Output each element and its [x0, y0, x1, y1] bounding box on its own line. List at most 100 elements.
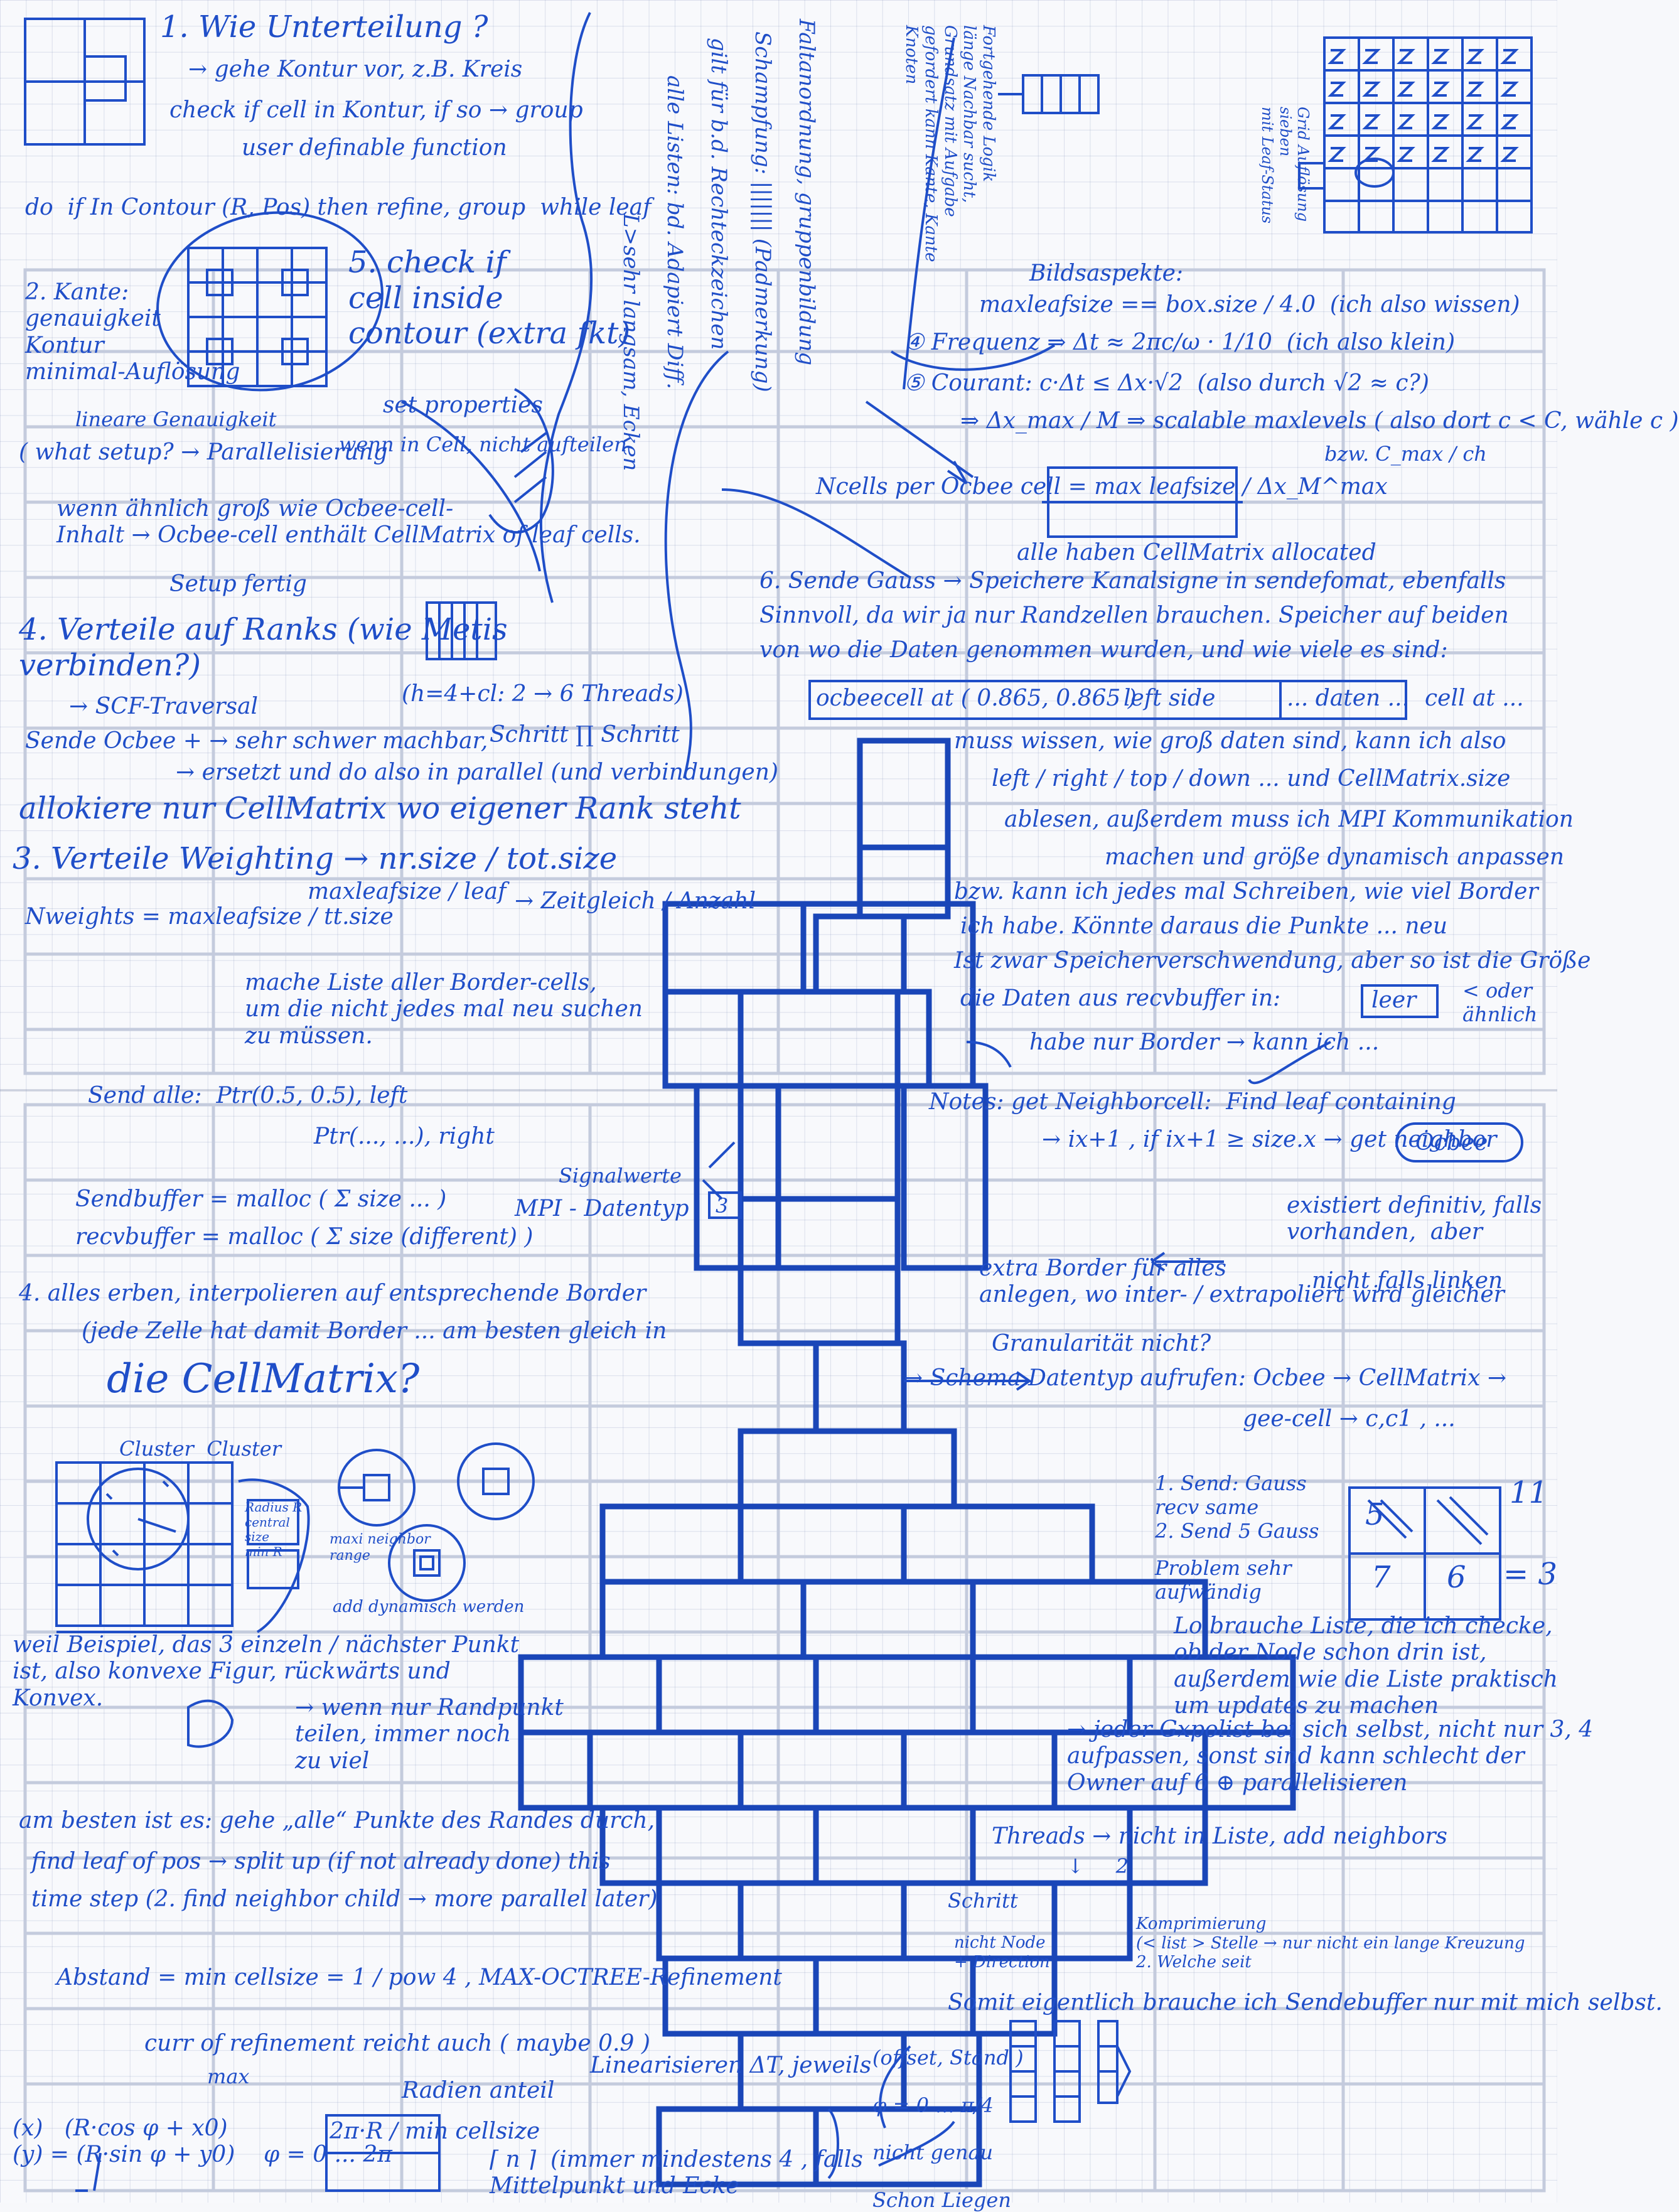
threads-a: Threads → nicht in Liste, add neighbors	[992, 1823, 1448, 1849]
bild-c: ⑤ Courant: c·Δt ≤ Δx·√2 (also durch √2 ≈…	[904, 370, 1429, 396]
note-4-title: 4. Verteile auf Ranks (wie Metis verbind…	[19, 612, 508, 683]
vertical-note-d: alle Listen: bd. Adapiert Diff.	[662, 75, 687, 390]
note-4-b: (h=4+cl: 2 → 6 Threads)	[402, 681, 684, 707]
note-4b-title: 4. alles erben, interpolieren auf entspr…	[19, 1280, 646, 1306]
refine-max: max	[207, 2064, 250, 2088]
send6-l: < oder ähnlich	[1462, 979, 1538, 1026]
bild-e: bzw. C_max / ch	[1324, 442, 1487, 466]
eleven-label: 11	[1510, 1475, 1548, 1510]
send-all-title: Send alle: Ptr(0.5, 0.5), left	[88, 1083, 408, 1109]
note-1-c: user definable function	[242, 135, 507, 161]
last-block: (offset, Stand ) φ = 0 ... π/4 nicht gen…	[872, 2046, 1024, 2212]
mpi-three: 3	[716, 1194, 729, 1218]
send-all-a: Ptr(..., ...), right	[314, 1124, 495, 1149]
note-5-title: 5. check if cell inside contour (extra f…	[348, 245, 631, 352]
vertical-note-a: Faltanordnung, gruppenbildung	[794, 19, 819, 366]
note-2-head: 2. Kante: genauigkeit Kontur minimal-Auf…	[25, 279, 240, 385]
send6-b: von wo die Daten genommen wurden, und wi…	[759, 637, 1448, 663]
schema-b: gee-cell → c,c1 , ...	[1243, 1406, 1456, 1432]
quadrant-7: 7	[1371, 1560, 1391, 1595]
leer-box	[1361, 984, 1439, 1018]
notes-a: Notes: get Neighborcell: Find leaf conta…	[929, 1089, 1456, 1115]
threads-d: nicht Node + Direction	[954, 1933, 1050, 1972]
send6-g: bzw. kann ich jedes mal Schreiben, wie v…	[954, 879, 1538, 905]
exists-d: Granularität nicht?	[992, 1331, 1211, 1356]
send6-j: die Daten aus recvbuffer in:	[960, 985, 1281, 1011]
linearize-line: Linearisieren ΔT, jeweils	[590, 2053, 872, 2078]
note-2-d: Setup fertig	[169, 571, 307, 597]
grid-top-label: Cluster Cluster	[119, 1437, 282, 1461]
note-3-c: → Zeitgleich / Anzahl	[515, 888, 756, 914]
vertical-note-e: L>sehr langsam, Ecken	[618, 213, 643, 471]
send6-f: machen und größe dynamisch anpassen	[1105, 844, 1565, 870]
grid-b: maxi neighbor range	[330, 1532, 431, 1564]
bild-d: ⇒ Δx_max / M ⇒ scalable maxlevels ( also…	[960, 408, 1679, 434]
bild-a: maxleafsize == box.size / 4.0 (ich also …	[979, 292, 1520, 318]
frac-b: ⌈ n ⌉ (immer mindestens 4 , falls Mittel…	[490, 2147, 863, 2199]
xy-equation: (x) (R·cos φ + x0) (y) = (R·sin φ + y0) …	[13, 2115, 392, 2168]
send6-title: 6. Sende Gauss → Speichere Kanalsigne in…	[759, 568, 1506, 594]
frac-line: 2π·R / min cellsize	[330, 2118, 540, 2144]
note-4-f: allokiere nur CellMatrix wo eigener Rank…	[19, 791, 741, 826]
threads-f: Somit eigentlich brauche ich Sendebuffer…	[948, 1990, 1663, 2016]
note-1-d: do if In Contour (R, Pos) then refine, g…	[25, 195, 652, 220]
right-vertical-note: Grid Auflösung sieben mit Leaf-Status	[1258, 107, 1312, 224]
bottom-right-b: Problem sehr aufwändig	[1155, 1556, 1292, 1604]
abstand-line: Abstand = min cellsize = 1 / pow 4 , MAX…	[56, 1965, 782, 1990]
faint-brick-diagram	[23, 268, 1546, 2193]
bottom-right-a: 1. Send: Gauss recv same 2. Send 5 Gauss	[1155, 1471, 1319, 1543]
send6-box-d: cell at ...	[1425, 685, 1524, 711]
quadrant-5: 5	[1365, 1497, 1385, 1532]
refine-line: curr of refinement reicht auch ( maybe 0…	[144, 2031, 650, 2056]
mpi-datatype: MPI - Datentyp	[515, 1196, 689, 1221]
note-2-a: lineare Genauigkeit	[75, 407, 277, 431]
grid-e: → wenn nur Randpunkt teilen, immer noch …	[295, 1695, 564, 1774]
grid-c: add dynamisch werden	[333, 1597, 525, 1616]
note-4b-big: die CellMatrix?	[107, 1356, 420, 1402]
bild-f: Ncells per Ocbee cell = max leafsize / Δ…	[816, 474, 1388, 500]
note-3-b: maxleafsize / leaf	[308, 879, 507, 905]
send6-box-a: ocbeecell at ( 0.865, 0.865 )	[816, 685, 1137, 711]
note-3-d: mache Liste aller Border-cells, um die n…	[245, 970, 643, 1049]
bottom-right-c: Lo brauche Liste, die ich checke, ob der…	[1174, 1613, 1558, 1719]
vertical-note-c: gilt für b.d. Rechteckzeichen	[706, 38, 731, 350]
note-3-a: Nweights = maxleafsize / tt.size	[25, 904, 394, 930]
send-all-b: Sendbuffer = malloc ( Σ size ... )	[75, 1186, 447, 1212]
equals-three: = 3	[1503, 1557, 1558, 1592]
send6-e: ablesen, außerdem muss ich MPI Kommunika…	[1004, 807, 1574, 832]
grid-a: Radius R central size min R	[245, 1500, 303, 1559]
hatched-region	[488, 388, 554, 534]
ink-drawings	[24, 12, 1533, 2192]
send6-a: Sinnvoll, da wir ja nur Randzellen brauc…	[759, 603, 1509, 628]
schema-line: → Schema Datentyp aufrufen: Ocbee → Cell…	[904, 1365, 1506, 1391]
exists-c: extra Border für alles anlegen, wo inter…	[979, 1255, 1505, 1308]
bottom-right-d: → jeder Gxpolist bei sich selbst, nicht …	[1067, 1717, 1594, 1796]
note-5-b: wenn in Cell, nicht aufteilen	[339, 432, 627, 456]
send6-k: habe nur Border → kann ich ...	[1029, 1029, 1380, 1055]
note-5-a: set properties	[383, 392, 543, 418]
note-2-c: wenn ähnlich groß wie Ocbee-cell- Inhalt…	[56, 496, 641, 549]
note-3-title: 3. Verteile Weighting → nr.size / tot.si…	[13, 841, 618, 876]
bild-heading: Bildsaspekte:	[1029, 260, 1184, 286]
note-1-a: → gehe Kontur vor, z.B. Kreis	[188, 56, 523, 82]
best-b: find leaf of pos → split up (if not alre…	[31, 1849, 611, 1874]
exists-a: existiert definitiv, falls vorhanden, ab…	[1287, 1193, 1542, 1245]
send6-i: Ist zwar Speicherverschwendung, aber so …	[954, 948, 1591, 974]
threads-c: Schritt	[948, 1889, 1018, 1913]
radien-line: Radien anteil	[402, 2078, 555, 2103]
grid-d: weil Beispiel, das 3 einzeln / nächster …	[13, 1632, 520, 1711]
mpi-signal: Signalwerte	[559, 1164, 682, 1188]
best-c: time step (2. find neighbor child → more…	[31, 1886, 658, 1912]
send-all-c: recvbuffer = malloc ( Σ size (different)…	[75, 1224, 534, 1250]
send6-leer: leer	[1371, 987, 1417, 1013]
note-4-e: → ersetzt und do also in parallel (und v…	[176, 760, 778, 785]
send6-box-b: left side	[1124, 685, 1216, 711]
quadrant-6: 6	[1447, 1560, 1466, 1595]
note-2-b: ( what setup? → Parallelisierung	[19, 439, 388, 465]
note-4b-a: (jede Zelle hat damit Border ... am best…	[82, 1318, 667, 1344]
notes-c: Ocbee	[1415, 1130, 1488, 1156]
notes-b: → ix+1 , if ix+1 ≥ size.x → get neighbor	[1042, 1127, 1497, 1152]
threads-b: ↓ 2	[1067, 1854, 1129, 1878]
send6-h: ich habe. Könnte daraus die Punkte ... n…	[960, 913, 1448, 939]
